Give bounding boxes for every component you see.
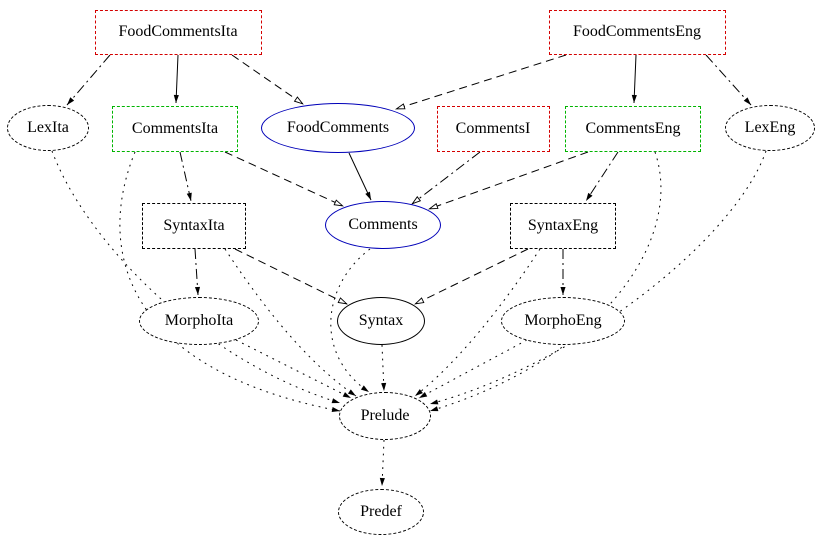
- node-CommentsEng: CommentsEng: [565, 106, 701, 152]
- edge-CommentsI-Comments: [412, 151, 481, 204]
- edge-LexIta-Prelude: [51, 150, 341, 404]
- edge-CommentsEng-SyntaxEng: [585, 151, 619, 202]
- node-MorphoIta: MorphoIta: [139, 297, 259, 345]
- edge-FoodCommentsIta-LexIta: [66, 54, 111, 106]
- edge-CommentsIta-Prelude: [119, 151, 341, 413]
- edge-MorphoIta-Prelude: [235, 339, 352, 399]
- node-MorphoEng: MorphoEng: [501, 297, 625, 345]
- edge-CommentsEng-Comments: [429, 151, 589, 210]
- edge-FoodCommentsIta-FoodComments: [231, 54, 303, 104]
- edge-Comments-Prelude: [330, 248, 371, 393]
- edge-FoodCommentsEng-CommentsEng: [631, 54, 637, 104]
- node-SyntaxEng: SyntaxEng: [510, 203, 616, 249]
- node-SyntaxIta: SyntaxIta: [142, 203, 246, 249]
- edge-FoodComments-Comments: [348, 152, 372, 201]
- node-Predef: Predef: [338, 489, 424, 535]
- node-FoodCommentsIta: FoodCommentsIta: [94, 9, 262, 55]
- node-FoodComments: FoodComments: [261, 103, 415, 153]
- edge-SyntaxIta-Syntax: [234, 248, 347, 304]
- edge-FoodCommentsEng-FoodComments: [396, 54, 567, 110]
- node-Comments: Comments: [325, 201, 441, 249]
- edge-LexEng-Prelude: [429, 150, 767, 405]
- node-Prelude: Prelude: [339, 392, 431, 440]
- edge-Prelude-Predef: [379, 439, 385, 487]
- edge-SyntaxIta-Prelude: [224, 248, 357, 397]
- node-CommentsI: CommentsI: [436, 106, 550, 152]
- edge-Syntax-Prelude: [381, 344, 387, 392]
- edge-SyntaxIta-MorphoIta: [194, 248, 201, 296]
- edge-SyntaxEng-Syntax: [415, 248, 529, 304]
- edge-CommentsIta-SyntaxIta: [179, 151, 192, 202]
- edge-MorphoEng-Prelude: [418, 339, 528, 399]
- edge-FoodCommentsIta-CommentsIta: [173, 54, 179, 104]
- node-Syntax: Syntax: [337, 297, 425, 345]
- node-CommentsIta: CommentsIta: [112, 106, 238, 152]
- node-LexIta: LexIta: [7, 105, 89, 151]
- node-LexEng: LexEng: [725, 105, 815, 151]
- node-FoodCommentsEng: FoodCommentsEng: [548, 9, 726, 55]
- edge-CommentsIta-Comments: [224, 151, 343, 207]
